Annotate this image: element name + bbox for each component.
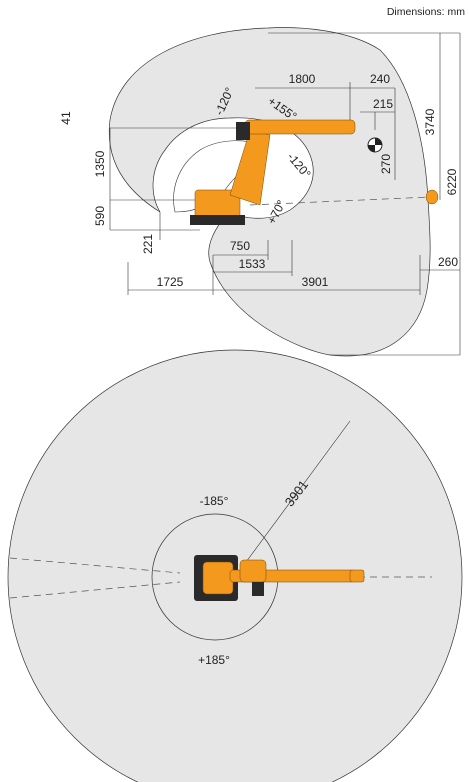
dim-215: 215 xyxy=(373,97,393,111)
dim-1725: 1725 xyxy=(157,275,184,289)
dim-1350: 1350 xyxy=(93,150,107,177)
dim-221: 221 xyxy=(141,234,155,254)
side-robot-flange xyxy=(425,189,439,205)
top-angle-plus185: +185° xyxy=(198,653,230,667)
side-robot-motor xyxy=(236,122,250,140)
dim-3901: 3901 xyxy=(302,275,329,289)
top-robot-wrist xyxy=(349,569,365,583)
side-robot-lower-arm xyxy=(229,129,271,206)
dim-6220: 6220 xyxy=(445,168,459,195)
top-radius-line xyxy=(234,420,351,578)
dim-750: 750 xyxy=(230,239,250,253)
dim-240: 240 xyxy=(370,72,390,86)
side-axis-line xyxy=(249,196,431,206)
dim-270: 270 xyxy=(379,154,393,174)
dim-1533: 1533 xyxy=(239,257,266,271)
angle-minus120-mid: -120° xyxy=(284,150,313,181)
side-view: 1800 240 215 3740 6220 270 41 1350 590 2… xyxy=(59,27,461,357)
top-robot-arm-head xyxy=(239,559,267,583)
dim-41: 41 xyxy=(59,111,73,125)
dim-1800: 1800 xyxy=(289,72,316,86)
units-label: Dimensions: mm xyxy=(387,6,465,18)
side-robot-foot xyxy=(190,215,245,225)
top-robot-turret xyxy=(202,561,234,595)
dim-3740: 3740 xyxy=(423,108,437,135)
dim-260: 260 xyxy=(438,255,458,269)
side-robot-upper-arm xyxy=(244,119,356,135)
top-robot-motor xyxy=(252,582,264,596)
dim-590: 590 xyxy=(93,206,107,226)
top-angle-minus185: -185° xyxy=(200,494,229,508)
top-view: 3901 -185° +185° xyxy=(7,349,463,782)
